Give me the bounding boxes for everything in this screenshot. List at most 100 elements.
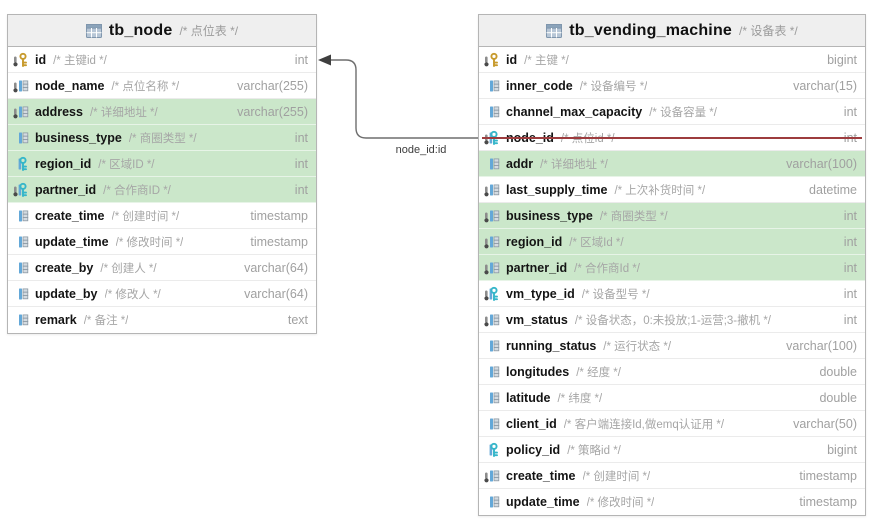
column-comment: /* 修改人 */ [104, 288, 161, 301]
column-row-running_status[interactable]: running_status/* 运行状态 */varchar(100) [479, 333, 865, 359]
column-type: int [843, 130, 857, 145]
column-type: int [294, 130, 308, 145]
column-icon [484, 262, 500, 274]
column-name: inner_code [506, 78, 573, 93]
column-comment: /* 纬度 */ [557, 392, 603, 405]
column-row-create_time[interactable]: create_time/* 创建时间 */timestamp [479, 463, 865, 489]
table-header[interactable]: tb_node /* 点位表 */ [8, 15, 316, 47]
column-comment: /* 主键id */ [53, 54, 107, 67]
column-comment: /* 主键 */ [524, 54, 569, 67]
column-row-region_id[interactable]: region_id/* 区域Id */int [479, 229, 865, 255]
column-row-node_id[interactable]: node_id/* 点位id */int [479, 125, 865, 151]
column-name: create_time [506, 468, 576, 483]
column-row-node_name[interactable]: node_name/* 点位名称 */varchar(255) [8, 73, 316, 99]
column-type: datetime [809, 182, 857, 197]
relationship-line [330, 59, 478, 139]
column-comment: /* 客户端连接Id,做emq认证用 */ [563, 418, 725, 431]
column-row-channel_max_capacity[interactable]: channel_max_capacity/* 设备容量 */int [479, 99, 865, 125]
column-row-last_supply_time[interactable]: last_supply_time/* 上次补货时间 */datetime [479, 177, 865, 203]
column-icon [484, 470, 500, 482]
foreign-key-icon [489, 442, 498, 457]
column-row-addr[interactable]: addr/* 详细地址 */varchar(100) [479, 151, 865, 177]
table-header[interactable]: tb_vending_machine /* 设备表 */ [479, 15, 865, 47]
column-row-policy_id[interactable]: policy_id/* 策略id */bigint [479, 437, 865, 463]
column-row-id[interactable]: id/* 主键id */int [8, 47, 316, 73]
column-name: create_by [35, 260, 94, 275]
column-row-id[interactable]: id/* 主键 */bigint [479, 47, 865, 73]
column-type: int [843, 286, 857, 301]
column-icon [19, 314, 29, 326]
column-row-update_by[interactable]: update_by/* 修改人 */varchar(64) [8, 281, 316, 307]
foreign-key-icon [18, 156, 27, 171]
column-row-create_by[interactable]: create_by/* 创建人 */varchar(64) [8, 255, 316, 281]
column-name: running_status [506, 338, 597, 353]
column-type: int [294, 52, 308, 67]
column-name: node_name [35, 78, 105, 93]
column-row-update_time[interactable]: update_time/* 修改时间 */timestamp [479, 489, 865, 515]
column-type: varchar(15) [793, 78, 857, 93]
column-name: remark [35, 313, 77, 327]
column-name: business_type [506, 208, 593, 223]
column-comment: /* 区域Id */ [569, 236, 624, 249]
column-row-business_type[interactable]: business_type/* 商圈类型 */int [479, 203, 865, 229]
column-comment: /* 创建人 */ [100, 262, 157, 275]
column-icon [19, 210, 29, 221]
column-type: int [843, 104, 857, 119]
column-comment: /* 修改时间 */ [115, 236, 184, 249]
column-comment: /* 创建时间 */ [582, 470, 651, 483]
primary-key-icon [13, 52, 27, 67]
column-name: partner_id [506, 260, 568, 275]
column-row-remark[interactable]: remark/* 备注 */text [8, 307, 316, 333]
column-type: int [843, 208, 857, 223]
foreign-key-icon [13, 182, 27, 197]
column-icon [19, 132, 29, 143]
column-comment: /* 设备型号 */ [581, 288, 650, 301]
column-row-vm_status[interactable]: vm_status/* 设备状态，0:未投放;1-运营;3-撤机 */int [479, 307, 865, 333]
column-name: address [35, 104, 83, 119]
column-comment: /* 详细地址 */ [89, 106, 158, 119]
column-row-address[interactable]: address/* 详细地址 */varchar(255) [8, 99, 316, 125]
column-row-partner_id[interactable]: partner_id /* 合作商Id */ int [479, 255, 865, 281]
table-rows: id/* 主键 */bigint inner_code /* 设备编号 */ varc… [479, 47, 865, 515]
column-type: bigint [827, 442, 857, 457]
column-icon [490, 158, 500, 169]
primary-key-icon [484, 52, 498, 67]
column-row-business_type[interactable]: business_type/* 商圈类型 */int [8, 125, 316, 151]
column-type: int [843, 260, 857, 275]
column-row-vm_type_id[interactable]: vm_type_id/* 设备型号 */int [479, 281, 865, 307]
column-type: timestamp [250, 208, 308, 223]
column-row-client_id[interactable]: client_id/* 客户端连接Id,做emq认证用 */varchar(50… [479, 411, 865, 437]
column-row-create_time[interactable]: create_time/* 创建时间 */timestamp [8, 203, 316, 229]
table-icon [85, 23, 102, 38]
column-row-region_id[interactable]: region_id/* 区域ID */int [8, 151, 316, 177]
column-comment: /* 经度 */ [576, 366, 621, 379]
column-type: varchar(100) [786, 156, 857, 171]
column-type: double [819, 390, 857, 405]
column-comment: /* 设备编号 */ [579, 80, 648, 93]
column-name: region_id [506, 234, 563, 249]
column-comment: /* 修改时间 */ [586, 497, 655, 509]
column-row-update_time[interactable]: update_time/* 修改时间 */timestamp [8, 229, 316, 255]
table-tb-vending-machine[interactable]: tb_vending_machine /* 设备表 */ id/* 主键 */b… [478, 14, 866, 516]
column-icon [490, 366, 500, 377]
column-name: channel_max_capacity [506, 104, 643, 119]
column-type: double [819, 364, 857, 379]
column-icon [484, 236, 500, 248]
column-type: timestamp [799, 495, 857, 509]
column-row-partner_id[interactable]: partner_id/* 合作商ID */int [8, 177, 316, 203]
column-row-latitude[interactable]: latitude /* 纬度 */ double [479, 385, 865, 411]
column-row-inner_code[interactable]: inner_code /* 设备编号 */ varchar(15) [479, 73, 865, 99]
column-comment: /* 合作商Id */ [574, 262, 640, 275]
foreign-key-icon [484, 130, 498, 145]
column-name: business_type [35, 130, 122, 145]
column-type: timestamp [250, 234, 308, 249]
column-comment: /* 区域ID */ [98, 158, 155, 171]
column-type: int [294, 182, 308, 197]
column-name: update_by [35, 286, 98, 301]
relationship-label: node_id:id [395, 144, 447, 156]
column-row-longitudes[interactable]: longitudes/* 经度 */double [479, 359, 865, 385]
column-name: latitude [506, 390, 551, 405]
